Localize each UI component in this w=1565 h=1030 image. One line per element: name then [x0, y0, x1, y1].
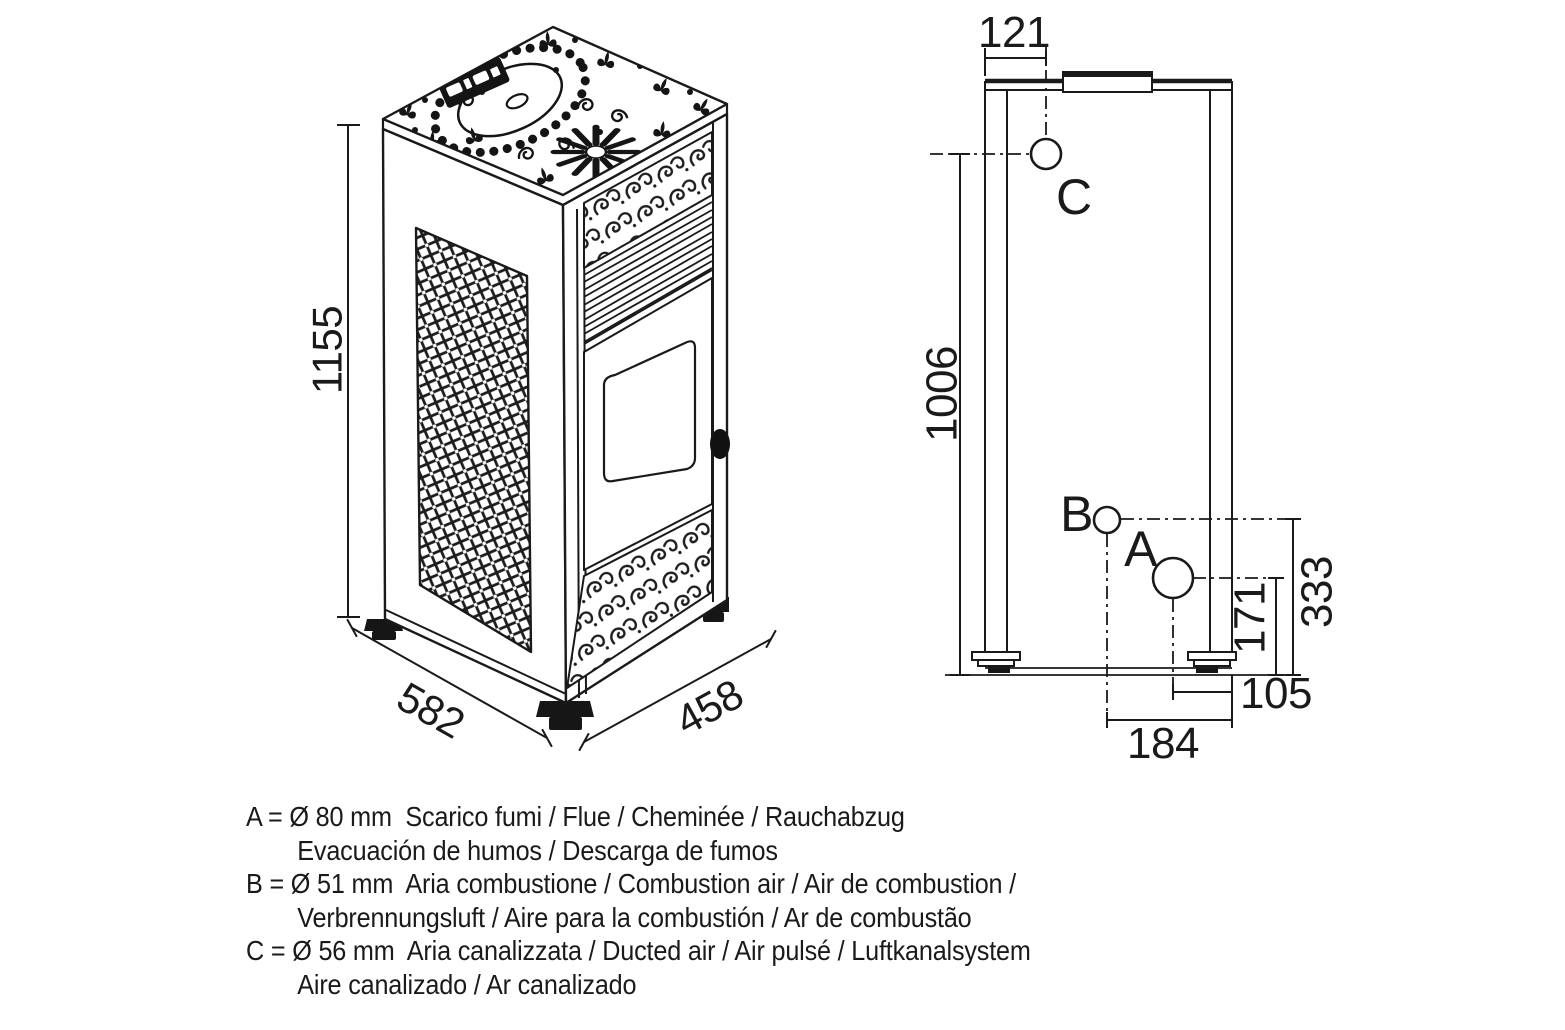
- legend-line-b1: B = Ø 51 mm Aria combustione / Combustio…: [246, 868, 1017, 899]
- control-display: [438, 57, 510, 108]
- rear-side-rails: [984, 81, 1233, 652]
- stove-front-scroll-band: [583, 131, 713, 269]
- dim-height-171-label: 171: [1225, 582, 1274, 654]
- stove-isometric-view: 1155 582 458: [304, 25, 777, 752]
- stove-door-window: [602, 340, 697, 483]
- top-rosette: [550, 124, 642, 180]
- dim-stove-height: [337, 124, 360, 618]
- legend-line-b2: Verbrennungsluft / Aire para la combusti…: [297, 901, 972, 933]
- stove-rear-view: C B A 121 1006 333 17: [917, 8, 1341, 768]
- port-c-label: C: [1056, 169, 1092, 225]
- dim-height-1006: [950, 153, 970, 676]
- stove-bottom-scroll-panel: [566, 509, 713, 689]
- dim-height-171: [1268, 577, 1284, 676]
- dim-height-333-label: 333: [1292, 556, 1341, 628]
- port-legend: A = Ø 80 mm Scarico fumi / Flue / Chemin…: [246, 800, 1326, 1001]
- dim-offset-184-label: 184: [1127, 719, 1199, 768]
- dim-offset-105-label: 105: [1240, 669, 1312, 718]
- dim-stove-width-label: 582: [389, 673, 472, 748]
- dim-stove-width: [346, 618, 553, 748]
- stove-lattice-grille: [414, 226, 533, 654]
- legend-line-a1: A = Ø 80 mm Scarico fumi / Flue / Chemin…: [246, 801, 905, 832]
- dim-offset-121: [984, 48, 1047, 76]
- stove-top-ornament: [398, 30, 715, 195]
- dim-offset-121-label: 121: [978, 8, 1050, 57]
- rear-top-bar: [985, 71, 1232, 93]
- dim-offset-105: [1172, 675, 1233, 728]
- dim-height-333: [1285, 518, 1301, 676]
- legend-line-c1: C = Ø 56 mm Aria canalizzata / Ducted ai…: [246, 935, 1031, 966]
- dim-stove-depth-label: 458: [668, 670, 751, 744]
- stove-door-knob: [710, 429, 730, 459]
- stove-louver-vents: [583, 201, 713, 343]
- dim-stove-height-label: 1155: [304, 306, 351, 394]
- stove-feet: [364, 597, 729, 730]
- port-b-label: B: [1060, 486, 1093, 542]
- stove-foot-front: [536, 701, 594, 717]
- dim-offset-184: [1106, 712, 1233, 728]
- legend-line-c2: Aire canalizado / Ar canalizado: [297, 968, 637, 1000]
- legend-line-a2: Evacuación de humos / Descarga de fumos: [297, 834, 778, 866]
- port-c-circle: [1029, 137, 1063, 171]
- dim-height-1006-label: 1006: [917, 346, 966, 442]
- port-a-label: A: [1124, 521, 1158, 577]
- dim-stove-depth: [578, 629, 777, 752]
- port-a-circle: [1151, 556, 1195, 600]
- rear-feet: [971, 651, 1237, 673]
- port-b-circle: [1092, 505, 1122, 535]
